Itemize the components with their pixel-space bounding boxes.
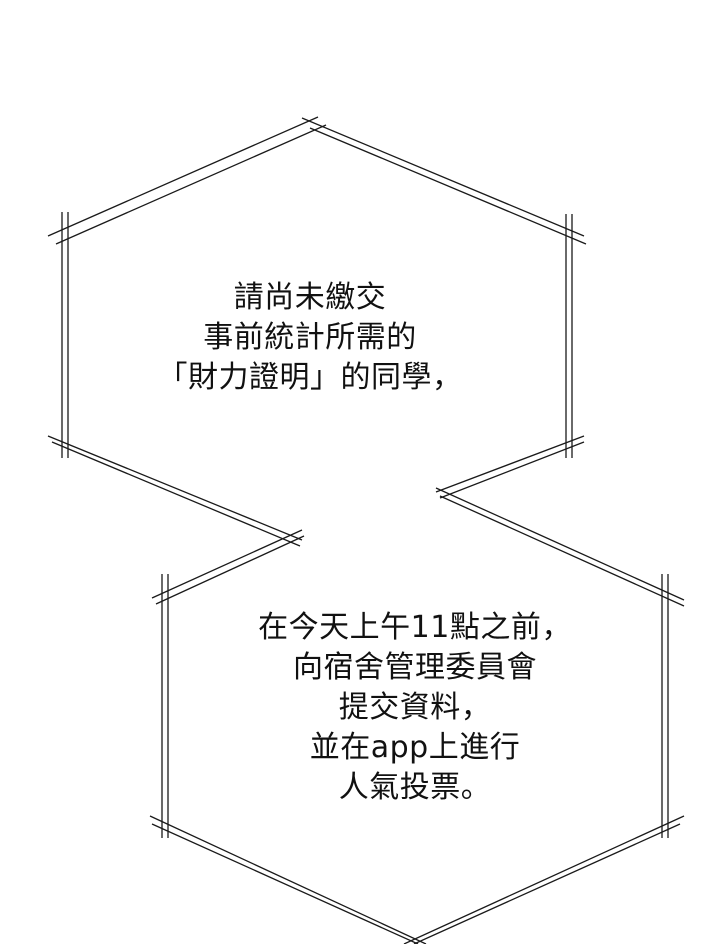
bubble-2-line-1: 在今天上午11點之前， — [258, 610, 572, 645]
bubble-1-text: 請尚未繳交 事前統計所需的 「財力證明」的同學， — [110, 278, 510, 398]
bubble-1-outline — [47, 116, 587, 547]
bubble-1-line-1: 請尚未繳交 — [233, 280, 387, 315]
bubble-2-line-3: 提交資料， — [338, 690, 492, 725]
bubble-2-line-5: 人氣投票。 — [338, 770, 492, 805]
bubble-2-outline — [149, 487, 685, 944]
bubble-1-line-2: 事前統計所需的 — [203, 320, 417, 355]
bubble-2-line-2: 向宿舍管理委員會 — [293, 650, 537, 685]
bubble-1-line-3: 「財力證明」的同學， — [157, 360, 463, 395]
bubble-2-line-4: 並在app上進行 — [309, 730, 521, 765]
bubble-2-text: 在今天上午11點之前， 向宿舍管理委員會 提交資料， 並在app上進行 人氣投票… — [205, 608, 625, 808]
